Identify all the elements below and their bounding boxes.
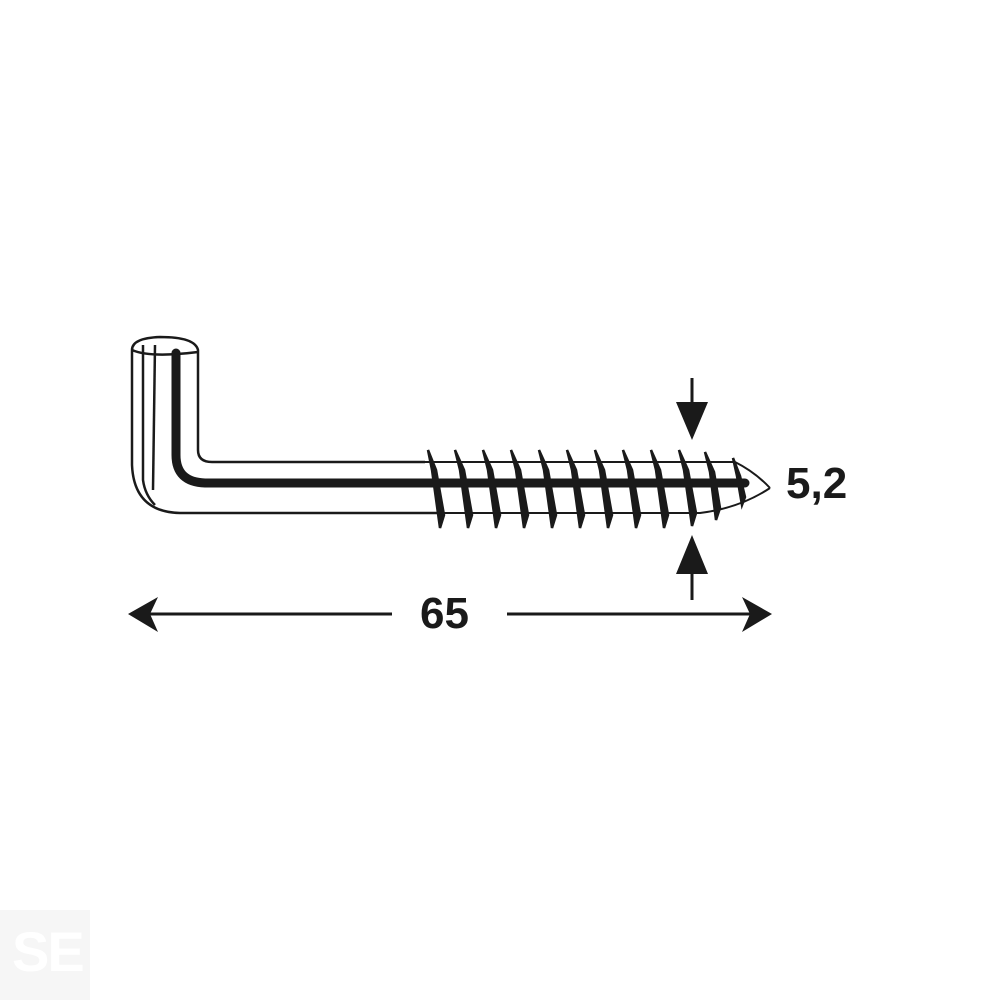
watermark-logo: SE <box>0 910 90 1000</box>
length-label: 65 <box>420 589 469 638</box>
hook-shadow-stripe <box>171 348 750 488</box>
diameter-arrows <box>676 378 708 600</box>
diameter-label: 5,2 <box>786 459 847 508</box>
length-dimension-arrow <box>128 597 772 632</box>
hook-body <box>130 335 440 515</box>
screw-threads <box>426 449 747 529</box>
watermark-text: SE <box>12 920 85 983</box>
